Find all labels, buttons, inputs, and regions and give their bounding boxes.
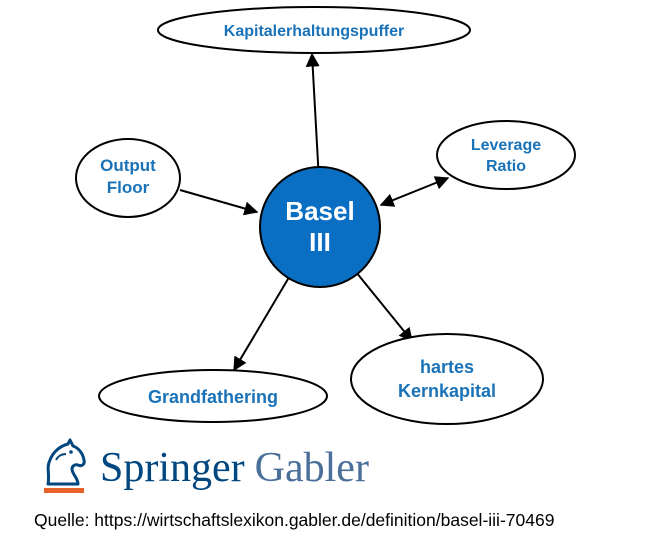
node-label-line2: Ratio: [486, 158, 526, 175]
node-label-line2: Floor: [107, 178, 150, 197]
node-leverage-ratio: Leverage Ratio: [436, 120, 576, 190]
logo-sub: Gabler: [254, 445, 369, 491]
node-label: Kapitalerhaltungspuffer: [224, 23, 404, 40]
center-label-line1: Basel: [285, 196, 354, 226]
node-label-line1: Leverage: [471, 137, 541, 154]
source-caption: Quelle: https://wirtschaftslexikon.gable…: [34, 510, 555, 530]
arrow-center-grandfathering: [233, 273, 292, 372]
arrow-output-center: [179, 189, 259, 216]
arrow-center-hartes: [355, 271, 413, 343]
node-label: Grandfathering: [148, 387, 278, 407]
arrow-center-leverage: [379, 176, 450, 207]
node-grandfathering: Grandfathering: [98, 369, 328, 423]
center-label-line2: III: [309, 227, 331, 257]
node-label-line1: hartes: [420, 357, 474, 377]
node-label-line2: Kernkapital: [398, 381, 496, 401]
node-kapitalerhaltungspuffer: Kapitalerhaltungspuffer: [157, 6, 471, 54]
logo-brand: Springer: [100, 445, 245, 491]
node-output-floor: Output Floor: [75, 138, 181, 218]
node-label-line1: Output: [100, 156, 156, 175]
node-hartes-kernkapital: hartes Kernkapital: [350, 333, 544, 425]
arrow-center-kapital: [305, 52, 326, 183]
springer-knight-logo-icon: [44, 438, 86, 493]
node-basel-iii: Basel III: [259, 166, 381, 288]
basel-iii-diagram: Kapitalerhaltungspuffer Output Floor Lev…: [75, 6, 576, 425]
